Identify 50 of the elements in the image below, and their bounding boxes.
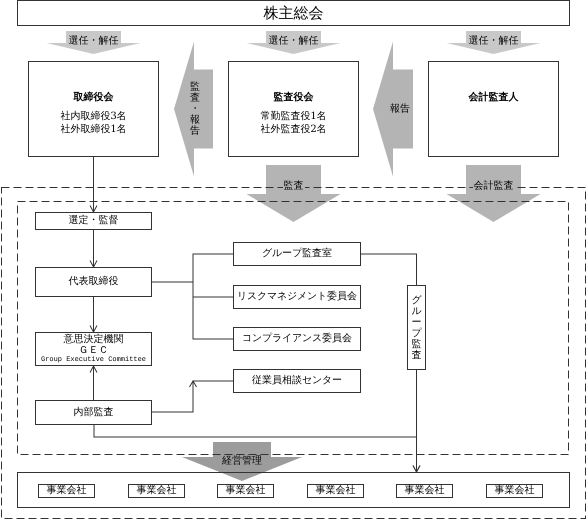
edge-label: 報告 [388,104,411,114]
org-box [407,285,426,370]
org-box [233,285,361,309]
edge-label: 経営管理 [221,456,263,467]
box-text: リスクマネジメント委員会 [237,291,357,303]
box-text: 事業会社 [494,485,534,497]
box-title: 取締役会 [74,92,114,104]
box-text: 代表取締役 [68,276,118,288]
org-box [35,267,152,297]
org-box [486,484,543,498]
box-text: 意思決定機関 [64,334,124,344]
box-text: 社外監査役2名 [260,123,327,136]
org-box [233,369,361,393]
org-box [428,61,559,157]
box-text: 事業会社 [316,485,356,497]
org-box [307,484,364,498]
box-text: 社外取締役1名 [60,123,127,136]
org-box [228,61,359,157]
org-box [396,484,453,498]
box-text: 社内取締役3名 [60,110,127,123]
box-text: 常勤監査役1名 [260,110,327,123]
box-text: 事業会社 [404,485,444,497]
box-title: 監査役会 [274,92,314,104]
box-text: 株主総会 [264,6,324,20]
box-text: 選定・監督 [68,215,118,227]
box-text: コンプライアンス委員会 [242,333,352,345]
edge-label: 会計監査 [472,180,514,192]
outline-frame [17,472,570,508]
box-text: グループ監査 [412,294,422,360]
box-text: グループ監査室 [262,248,332,260]
org-box [35,400,152,425]
org-box [28,61,159,157]
org-box [128,484,185,498]
org-box [35,332,152,366]
edge-label: 監査・報告 [190,82,200,136]
box-text: ＧＥＣ [78,344,108,356]
box-text: 事業会社 [136,485,176,497]
org-box [233,327,361,351]
box-title: 会計監査人 [468,92,518,104]
org-box [233,242,361,266]
org-box [217,484,274,498]
box-text: 事業会社 [46,485,86,497]
dashed-frame [17,201,569,455]
box-text: 事業会社 [226,485,266,497]
org-box [17,0,570,26]
box-text: 従業員相談センター [252,375,342,387]
org-box [35,212,152,230]
org-box [38,484,95,498]
edge-label: 監査 [282,180,304,192]
box-text: 内部監査 [74,406,114,418]
